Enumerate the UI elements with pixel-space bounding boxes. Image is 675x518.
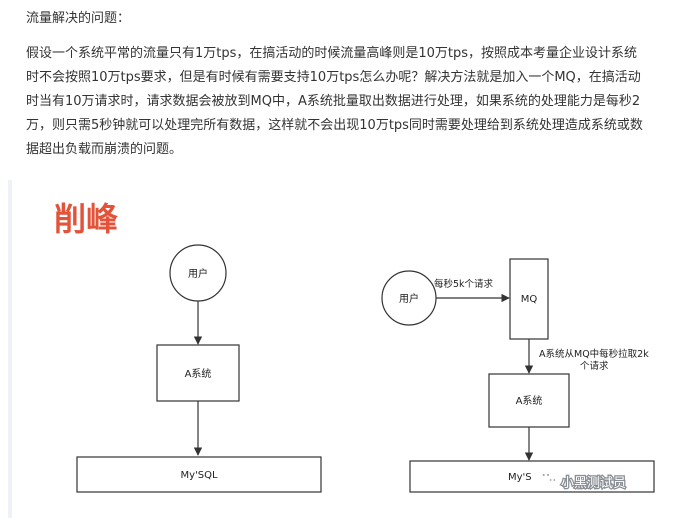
content-left-border bbox=[8, 180, 12, 518]
left-system-label: A系统 bbox=[185, 367, 212, 380]
right-db-node bbox=[409, 460, 655, 493]
right-edge-label-user-mq: 每秒5k个请求 bbox=[434, 278, 494, 290]
left-diagram: 用户 A系统 My'SQL bbox=[76, 244, 322, 493]
watermark-text: 小黑测试员 bbox=[561, 476, 626, 491]
article-paragraph: 假设一个系统平常的流量只有1万tps，在搞活动的时候流量高峰则是10万tps，按… bbox=[26, 46, 643, 157]
left-db-node bbox=[76, 456, 322, 493]
right-mq-label: MQ bbox=[521, 294, 538, 305]
left-db-label: My'SQL bbox=[180, 470, 218, 481]
section-heading: 流量解决的问题： bbox=[26, 11, 131, 26]
wechat-icon bbox=[539, 470, 559, 486]
right-system-label: A系统 bbox=[516, 394, 543, 407]
watermark: 小黑测试员 bbox=[539, 470, 627, 492]
right-system-node bbox=[488, 373, 570, 428]
figure-title: 削峰 bbox=[54, 200, 118, 238]
left-user-label: 用户 bbox=[188, 267, 208, 280]
right-user-label: 用户 bbox=[399, 292, 419, 305]
left-system-node bbox=[156, 344, 240, 402]
right-mq-node bbox=[509, 258, 549, 340]
right-edge-label-mq-system-line2: 个请求 bbox=[580, 360, 609, 372]
right-diagram: 用户 每秒5k个请求 MQ A系统从MQ中每秒拉取2k 个请求 A系统 My'S bbox=[381, 258, 655, 493]
right-db-label: My'S bbox=[508, 472, 532, 483]
right-edge-label-mq-system-line1: A系统从MQ中每秒拉取2k bbox=[539, 348, 649, 360]
